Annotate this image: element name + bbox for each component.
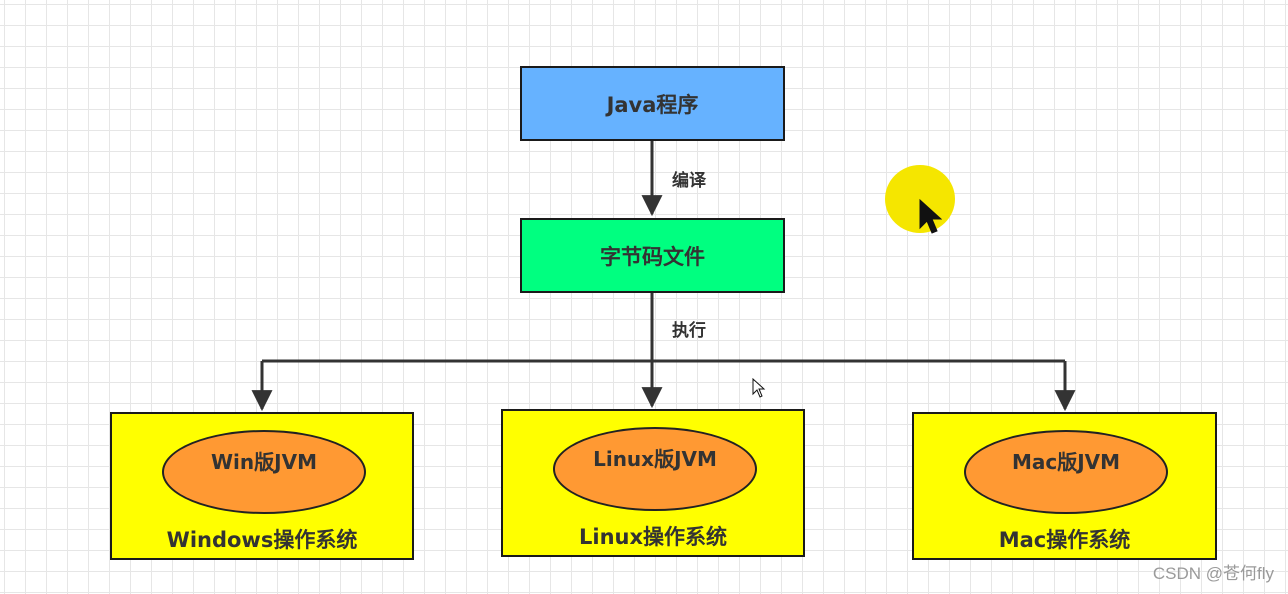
- java-program-label: Java程序: [606, 92, 699, 117]
- execute-label: 执行: [672, 321, 706, 341]
- windows-jvm-ellipse[interactable]: Win版JVM: [162, 430, 366, 514]
- linux-os-label: Linux操作系统: [578, 525, 728, 549]
- windows-os-node[interactable]: Win版JVM Windows操作系统: [110, 412, 414, 560]
- mac-os-label: Mac操作系统: [998, 528, 1131, 552]
- bytecode-file-node[interactable]: 字节码文件: [520, 218, 785, 293]
- mouse-pointer-icon: [919, 198, 942, 234]
- bytecode-file-label: 字节码文件: [600, 244, 705, 269]
- java-program-node[interactable]: Java程序: [520, 66, 785, 141]
- linux-jvm-ellipse[interactable]: Linux版JVM: [553, 427, 757, 511]
- linux-jvm-label: Linux版JVM: [593, 447, 717, 471]
- watermark-text: CSDN @苍何fly: [1152, 564, 1274, 583]
- mac-os-node[interactable]: Mac版JVM Mac操作系统: [912, 412, 1217, 560]
- mac-jvm-ellipse[interactable]: Mac版JVM: [964, 430, 1168, 514]
- windows-jvm-label: Win版JVM: [211, 450, 317, 474]
- linux-os-node[interactable]: Linux版JVM Linux操作系统: [501, 409, 805, 557]
- mac-jvm-label: Mac版JVM: [1011, 450, 1121, 474]
- windows-os-label: Windows操作系统: [166, 528, 358, 552]
- arrow-cursor-icon: [752, 378, 766, 398]
- compile-label: 编译: [672, 171, 706, 191]
